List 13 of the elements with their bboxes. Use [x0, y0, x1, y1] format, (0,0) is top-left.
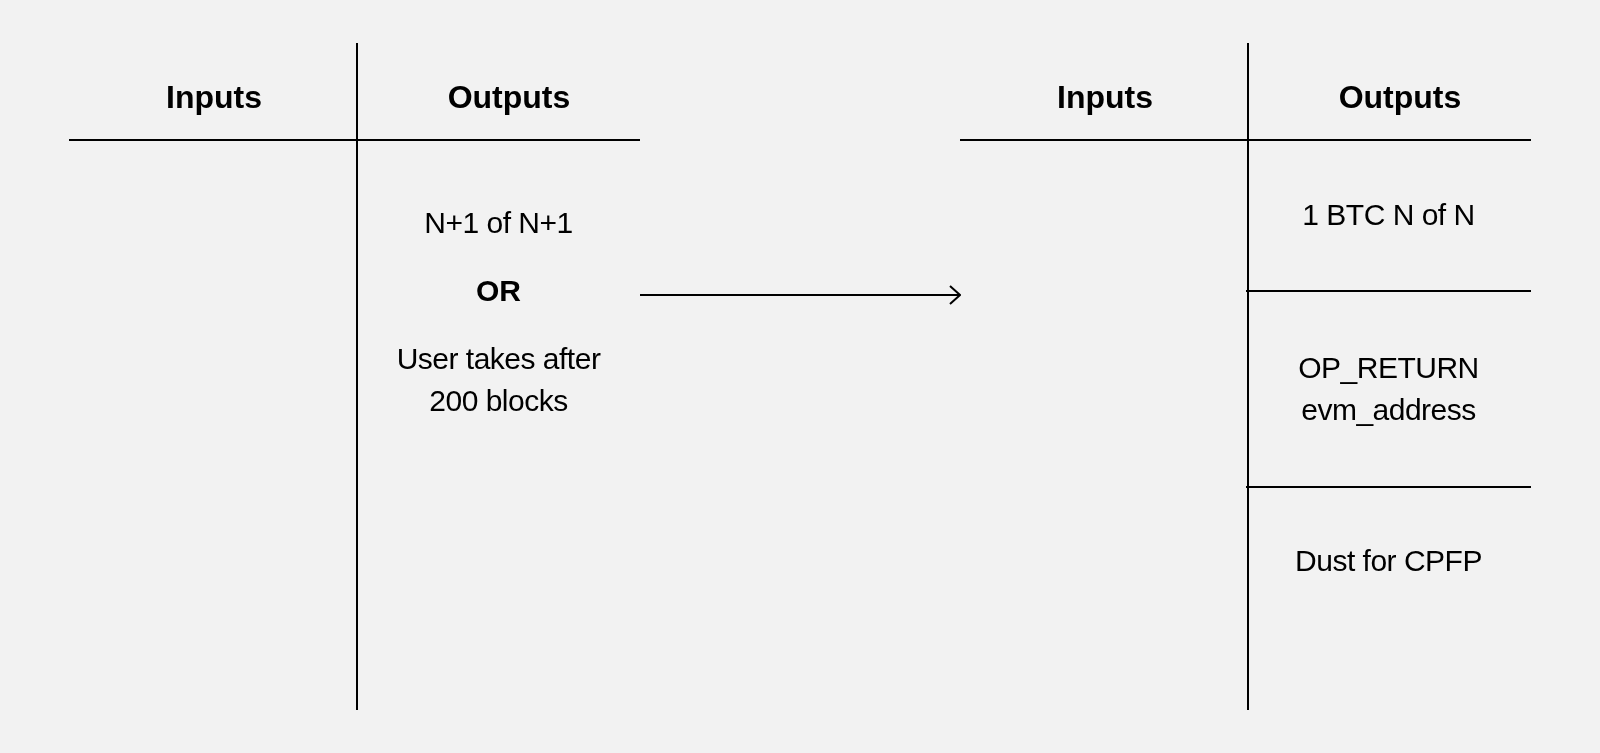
cell-text: Dust for CPFP: [1294, 543, 1483, 579]
column-header: Inputs: [1056, 78, 1154, 117]
column-header: Outputs: [1337, 78, 1463, 117]
cell-text: 1 BTC N of N: [1301, 197, 1476, 233]
cell-text: User takes after 200 blocks: [395, 341, 602, 419]
cell-text: OP_RETURN evm_address: [1297, 350, 1480, 428]
arrow: [639, 285, 961, 305]
column-header: Inputs: [165, 78, 263, 117]
t-account-table: [69, 43, 640, 710]
cell-text: OR: [475, 273, 522, 309]
t-account-table: [960, 43, 1531, 710]
column-header: Outputs: [446, 78, 572, 117]
cell-text: N+1 of N+1: [423, 205, 574, 241]
